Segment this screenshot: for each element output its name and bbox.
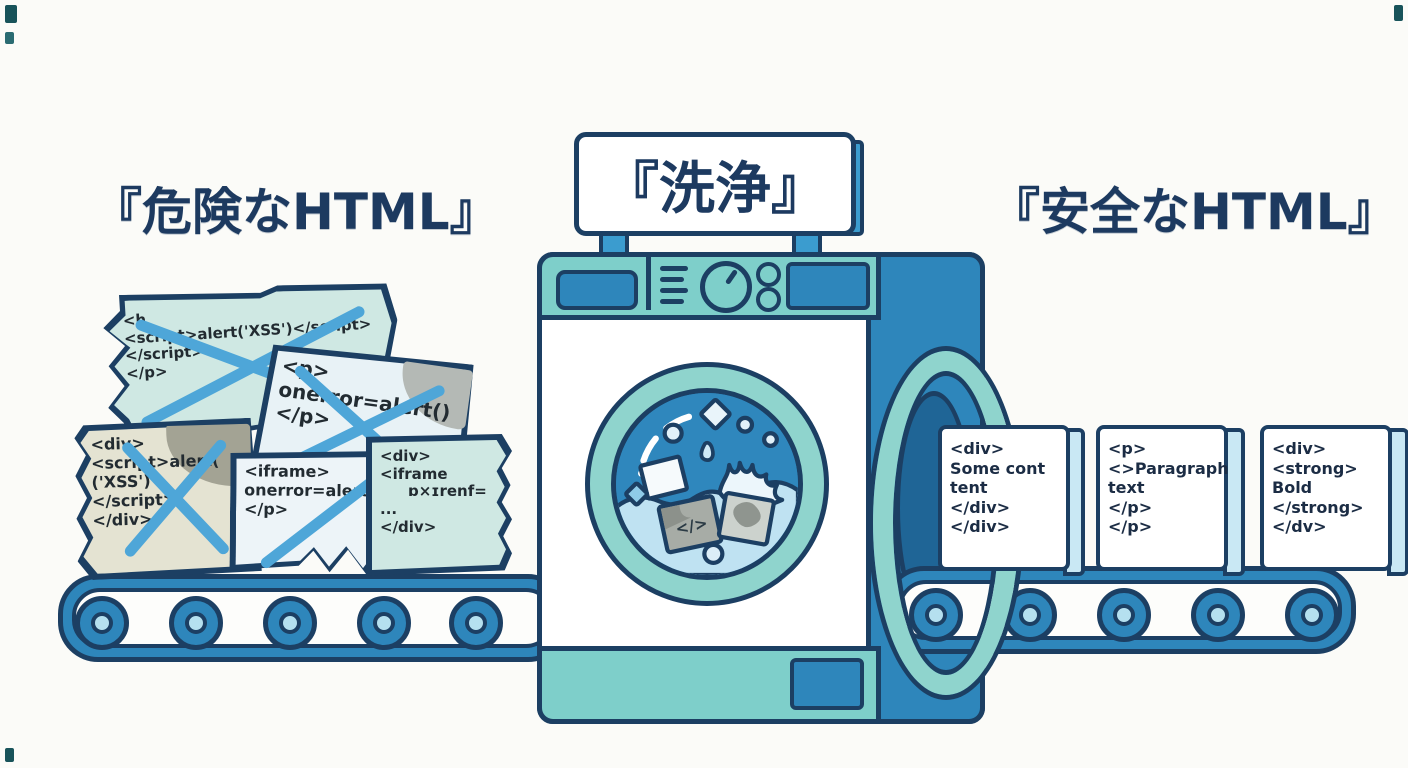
- water-droplet: [699, 440, 715, 462]
- roller-hub: [373, 612, 395, 634]
- code-line: <div>: [380, 447, 431, 465]
- belt-roller: [169, 596, 223, 650]
- bubble: [662, 422, 684, 444]
- code-line: </p>: [1108, 517, 1153, 537]
- bubble: [736, 415, 755, 434]
- clean-html-card-paragraph: <p> <>Paragraph text </p> </p>: [1096, 425, 1229, 571]
- corner-artifact: [5, 748, 14, 762]
- panel-line: [660, 299, 684, 304]
- bottom-vent: [790, 658, 864, 710]
- code-line: ɒ×ɪrenf=: [408, 482, 487, 501]
- roller-hub: [279, 612, 301, 634]
- machine-sign: 『洗浄』: [574, 132, 856, 236]
- code-line: Some cont: [950, 458, 1046, 478]
- drum-window: </>: [611, 388, 803, 580]
- left-conveyor-belt: [58, 574, 568, 662]
- code-line: </div>: [380, 517, 437, 536]
- belt-roller: [263, 596, 317, 650]
- belt-roller: [449, 596, 503, 650]
- card-code-text: <div> <iframe ɒ×ɪrenf= ... </div>: [366, 434, 512, 550]
- code-line: <p>: [1108, 439, 1147, 458]
- clean-html-card-div: <div> Some cont tent </div> </div>: [938, 425, 1070, 571]
- code-line: </strong>: [1272, 497, 1364, 517]
- code-line: </div>: [950, 517, 1011, 537]
- floating-paper: [638, 454, 689, 501]
- detergent-drawer: [556, 270, 638, 310]
- roller-hub: [185, 612, 207, 634]
- corner-artifact: [5, 5, 17, 23]
- code-line: tent: [950, 478, 988, 498]
- roller-hub: [465, 612, 487, 634]
- roller-hub: [1019, 604, 1041, 626]
- code-line: </p>: [1108, 497, 1153, 517]
- card-face: [372, 440, 506, 570]
- corner-artifact: [1394, 5, 1403, 21]
- dial-pointer: [724, 269, 739, 285]
- clean-html-card-strong: <div> <strong> Bold </strong> </dv>: [1260, 425, 1392, 571]
- bubble: [702, 542, 725, 565]
- roller-hub: [1113, 604, 1135, 626]
- floating-paper-diamond: [624, 481, 650, 507]
- panel-button: [756, 287, 781, 312]
- dirty-html-card-div-iframe: <div> <iframe ɒ×ɪrenf= ... </div>: [366, 434, 512, 576]
- belt-roller: [357, 596, 411, 650]
- code-line: <>Paragraph: [1108, 458, 1229, 478]
- roller-hub: [1301, 604, 1323, 626]
- code-line: text: [1108, 478, 1145, 498]
- code-line: <iframe: [380, 464, 448, 483]
- belt-roller: [1003, 588, 1057, 642]
- belt-roller: [1191, 588, 1245, 642]
- panel-line: [660, 288, 688, 293]
- paper-stain: [660, 504, 691, 530]
- panel-display: [786, 262, 870, 310]
- panel-line: [660, 277, 684, 282]
- code-line: <div>: [1272, 439, 1327, 458]
- right-conveyor-belt: [884, 566, 1356, 654]
- paper-stain: [733, 502, 761, 528]
- code-line: Bold: [1272, 478, 1313, 498]
- bubble: [762, 431, 779, 449]
- dirty-code-paper: </>: [656, 494, 724, 555]
- belt-roller: [75, 596, 129, 650]
- drum-wash-scene: </>: [616, 393, 798, 575]
- code-line: <div>: [950, 439, 1005, 458]
- machine-sign-label: 『洗浄』: [603, 156, 827, 222]
- roller-hub: [91, 612, 113, 634]
- belt-roller: [1285, 588, 1339, 642]
- program-dial: [700, 261, 752, 313]
- roller-hub: [1207, 604, 1229, 626]
- panel-line: [660, 266, 688, 271]
- panel-button: [756, 262, 781, 287]
- code-line: ...: [380, 500, 398, 519]
- code-line: </dv>: [1272, 517, 1327, 537]
- belt-roller: [1097, 588, 1151, 642]
- panel-divider: [646, 254, 651, 310]
- left-title-dangerous-html: 『危険なHTML』: [92, 183, 500, 241]
- code-line: <strong>: [1272, 458, 1358, 478]
- corner-artifact: [5, 32, 14, 44]
- right-title-safe-html: 『安全なHTML』: [990, 183, 1398, 241]
- code-line: </div>: [950, 497, 1011, 517]
- floating-paper-diamond: [699, 397, 732, 431]
- stained-paper: [716, 491, 776, 547]
